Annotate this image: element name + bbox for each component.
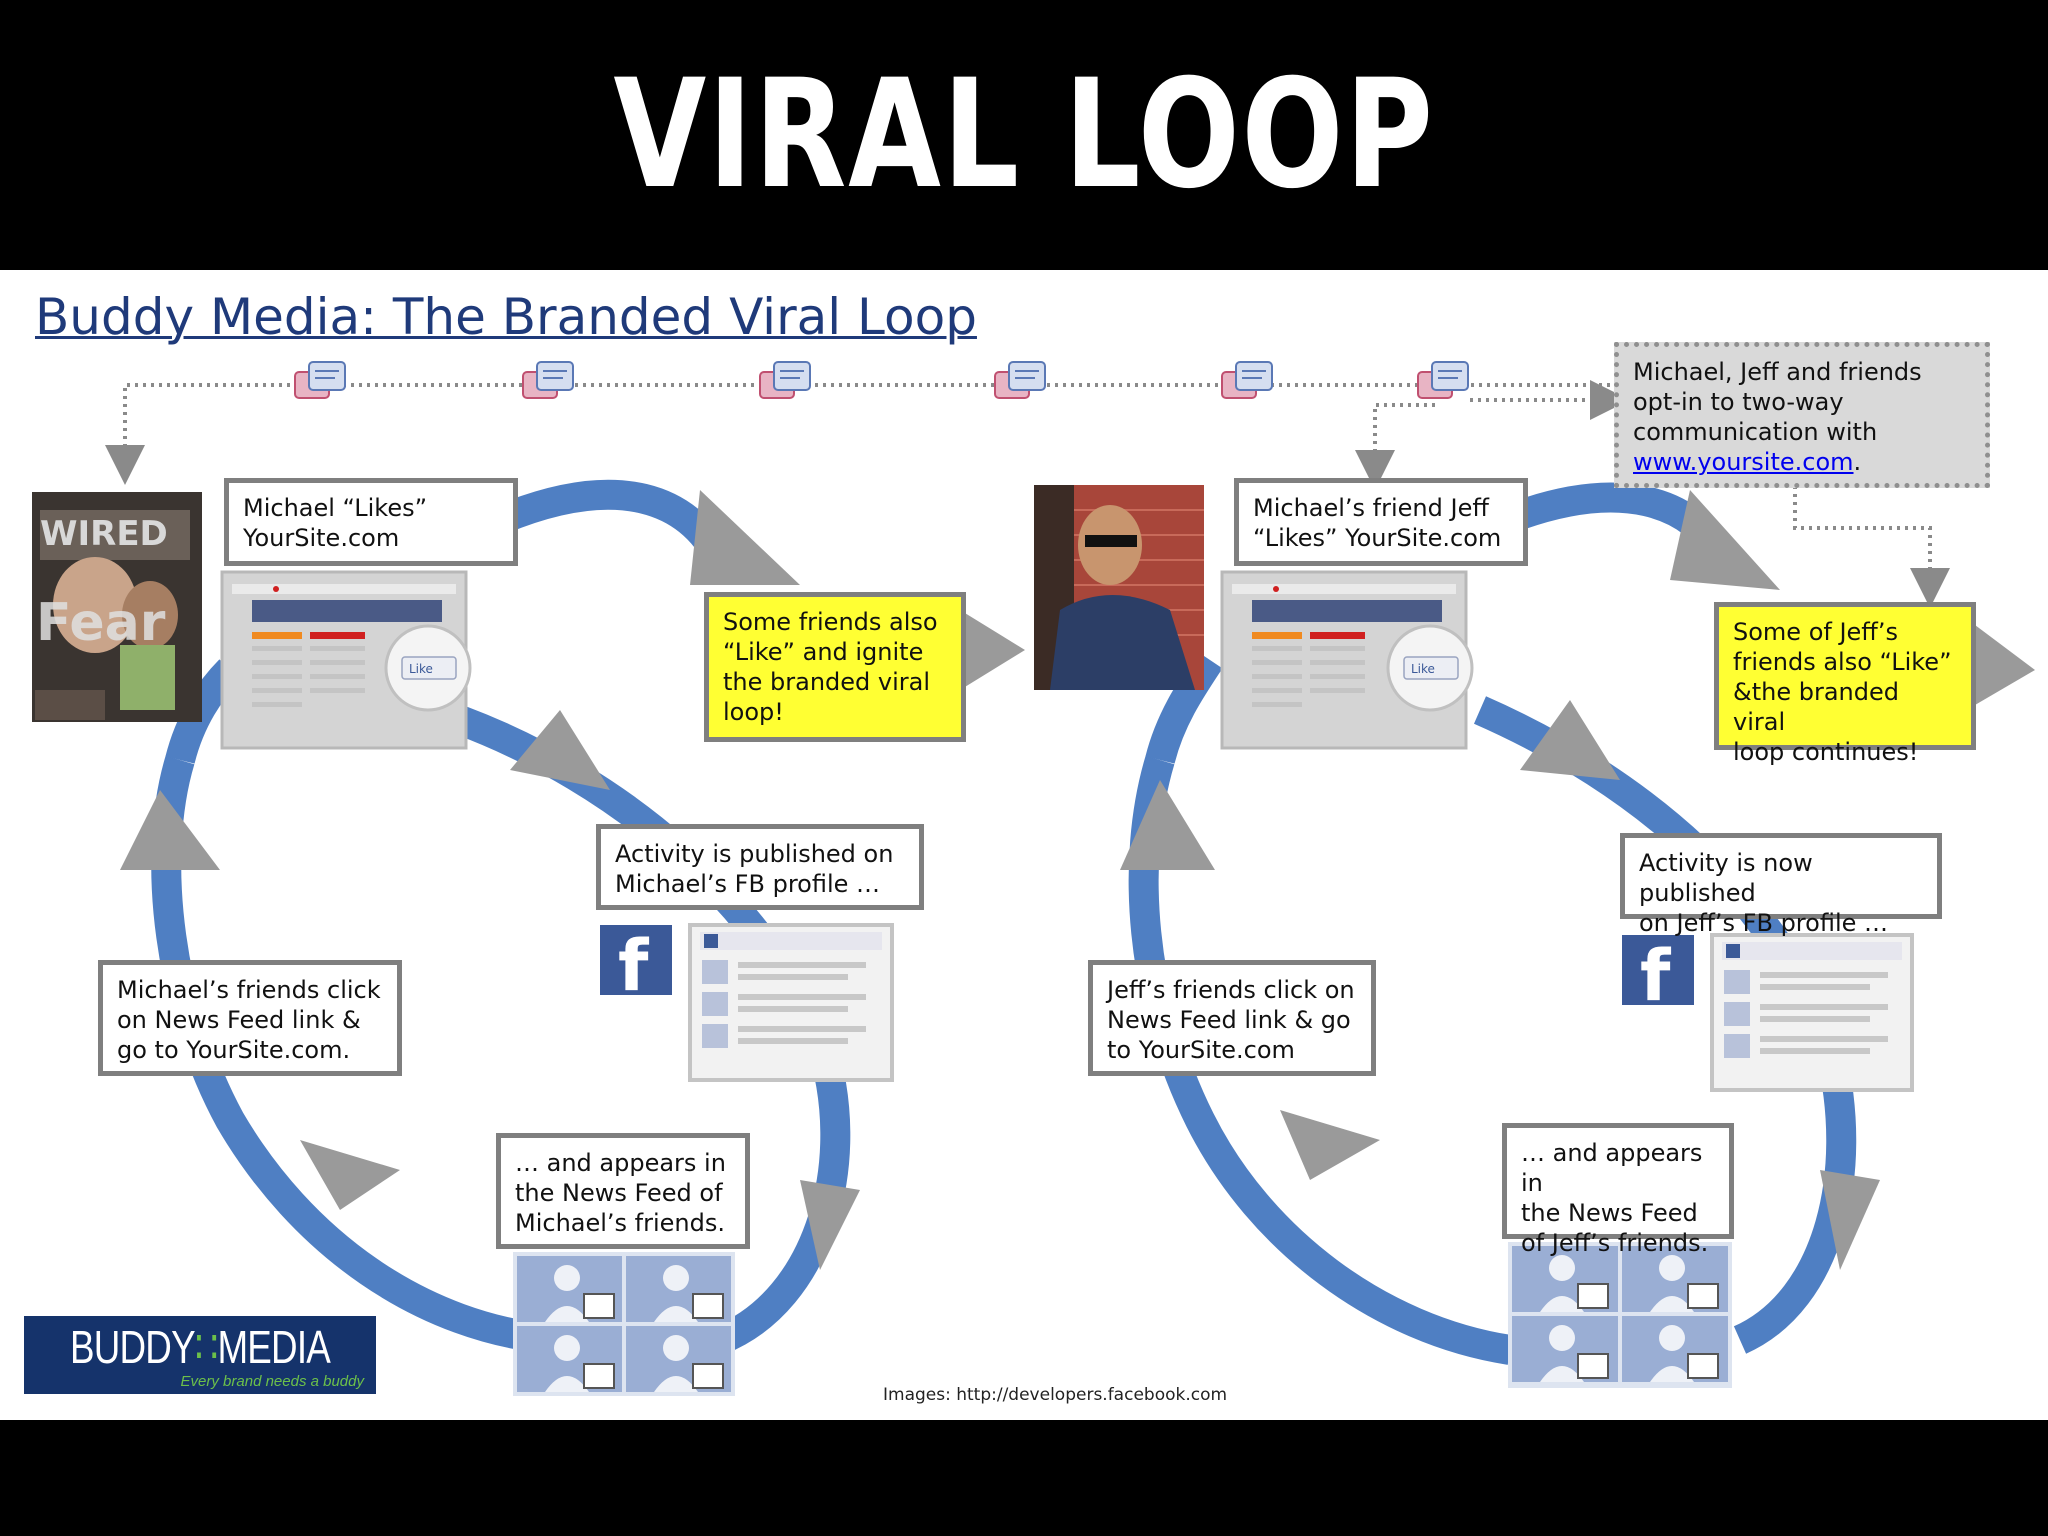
arrowhead — [1670, 490, 1780, 590]
arrowhead — [1120, 780, 1215, 870]
arrowhead — [510, 710, 610, 790]
right-likes-box: Michael’s friend Jeff “Likes” YourSite.c… — [1234, 478, 1528, 566]
right-click-box: Jeff’s friends click on News Feed link &… — [1088, 960, 1376, 1076]
arrowhead — [690, 490, 800, 585]
svg-text:Fear: Fear — [36, 593, 166, 653]
arrowhead — [300, 1140, 400, 1210]
svg-text:Like: Like — [1411, 662, 1435, 676]
chat-bubble-icon — [759, 361, 811, 399]
logo-dots-icon: ∷ — [194, 1321, 218, 1373]
jeff-photo — [1034, 485, 1204, 690]
left-click-box: Michael’s friends click on News Feed lin… — [98, 960, 402, 1076]
arrowhead — [1520, 700, 1620, 780]
chat-bubble-icon — [1221, 361, 1273, 399]
left-friends-grid — [513, 1252, 735, 1396]
svg-text:Like: Like — [409, 662, 433, 676]
optin-box: Michael, Jeff and friends opt-in to two-… — [1614, 342, 1990, 488]
header-band — [0, 0, 2048, 270]
right-newsfeed-box: … and appears in the News Feed of Jeff’s… — [1502, 1123, 1734, 1257]
arrowhead — [1975, 625, 2035, 705]
left-newsfeed-box: … and appears in the News Feed of Michae… — [496, 1133, 750, 1249]
loop-arrowheads — [120, 490, 2035, 1270]
buddy-media-logo: BUDDY∷MEDIA Every brand needs a buddy — [24, 1316, 376, 1394]
right-friends-grid — [1508, 1242, 1732, 1388]
left-facebook-profile-mockup: f — [600, 923, 894, 1082]
chat-bubbles — [294, 361, 1469, 399]
left-likes-box: Michael “Likes” YourSite.com — [224, 478, 518, 566]
magazine-cover-image: WIRED Fear — [32, 492, 202, 722]
chat-bubble-icon — [1417, 361, 1469, 399]
yoursite-link[interactable]: www.yoursite.com — [1633, 448, 1854, 476]
arrowhead — [1280, 1110, 1380, 1180]
footer-band — [0, 1420, 2048, 1536]
arrowhead — [800, 1180, 860, 1270]
left-published-box: Activity is published on Michael’s FB pr… — [596, 824, 924, 910]
right-published-box: Activity is now published on Jeff’s FB p… — [1620, 833, 1942, 937]
arrowhead — [120, 790, 220, 870]
svg-text:WIRED: WIRED — [40, 514, 168, 554]
chat-bubble-icon — [522, 361, 574, 399]
diagram-title: Buddy Media: The Branded Viral Loop — [35, 288, 977, 346]
chat-bubble-icon — [294, 361, 346, 399]
facebook-icon: f — [1640, 935, 1672, 1017]
chat-bubble-icon — [994, 361, 1046, 399]
right-continues-box: Some of Jeff’s friends also “Like” &the … — [1714, 602, 1976, 766]
right-facebook-profile-mockup: f — [1622, 933, 1914, 1092]
left-ignite-box: Some friends also “Like” and ignite the … — [704, 592, 966, 742]
facebook-icon: f — [618, 925, 650, 1007]
dotted-connectors — [105, 380, 1950, 608]
left-browser-mockup: Like — [220, 570, 472, 750]
image-credit: Images: http://developers.facebook.com — [883, 1385, 1228, 1405]
slide-title: VIRAL LOOP — [613, 48, 1435, 222]
arrowhead — [960, 610, 1025, 690]
right-browser-mockup: Like — [1220, 570, 1474, 750]
arrowhead — [1820, 1170, 1880, 1270]
